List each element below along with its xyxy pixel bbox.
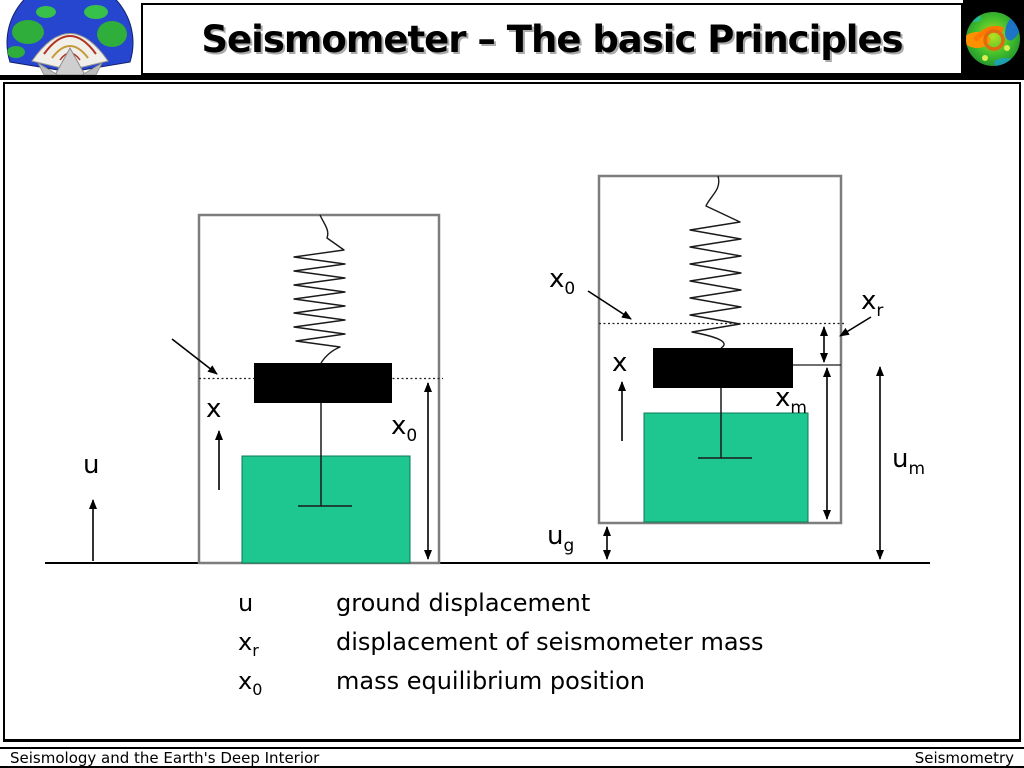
footer-bottom-border (0, 766, 1024, 768)
label-um-right: um (892, 444, 926, 479)
seismic-tomography-logo (963, 0, 1024, 80)
legend: u ground displacement xr displacement of… (238, 588, 764, 705)
legend-row-x0: x0 mass equilibrium position (238, 666, 764, 705)
slide-title: Seismometer – The basic Principles (201, 17, 903, 61)
seismic-tomography-logo-image (966, 12, 1020, 66)
label-xr-right: xr (861, 286, 884, 321)
label-x0-left: x0 (391, 411, 418, 446)
label-u-left: u (83, 450, 100, 480)
legend-symbol: u (238, 589, 254, 617)
earth-cutaway-logo-image (6, 0, 134, 76)
legend-row-xr: xr displacement of seismometer mass (238, 627, 764, 666)
legend-row-u: u ground displacement (238, 588, 764, 627)
earth-cutaway-logo (0, 0, 141, 76)
footer-bar: Seismology and the Earth's Deep Interior… (0, 747, 1024, 767)
title-bar: Seismometer – The basic Principles (141, 3, 963, 75)
label-xm-right: xm (775, 383, 807, 418)
label-x-right: x (612, 348, 628, 378)
legend-description: ground displacement (336, 589, 591, 617)
label-x-left: x (206, 394, 222, 424)
footer-course-title: Seismology and the Earth's Deep Interior (10, 748, 320, 767)
label-x0-right: x0 (549, 264, 576, 299)
label-ug-right: ug (547, 521, 575, 556)
legend-description: mass equilibrium position (336, 667, 645, 695)
legend-description: displacement of seismometer mass (336, 628, 764, 656)
footer-section-title: Seismometry (914, 748, 1014, 767)
legend-symbol: x0 (238, 667, 263, 699)
legend-symbol: xr (238, 628, 259, 660)
header-divider (0, 75, 1024, 80)
content-frame (3, 82, 1021, 742)
